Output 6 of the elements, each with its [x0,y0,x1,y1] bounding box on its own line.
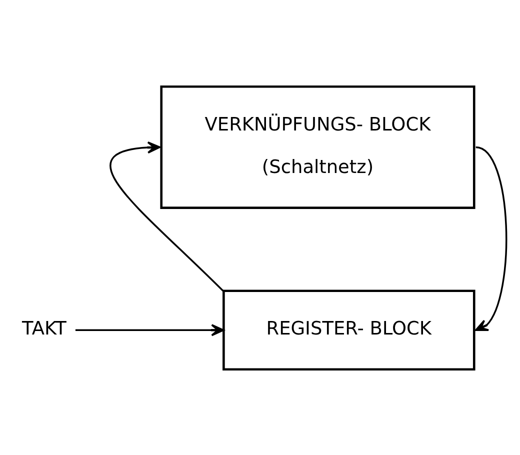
arrow [75,324,224,336]
node-box: REGISTER- BLOCK [222,289,476,370]
node-text: TAKT [22,318,66,340]
arrow [110,140,224,292]
arrow [475,146,508,330]
node-box: VERKNÜPFUNGS- BLOCK (Schaltnetz) [160,84,476,208]
